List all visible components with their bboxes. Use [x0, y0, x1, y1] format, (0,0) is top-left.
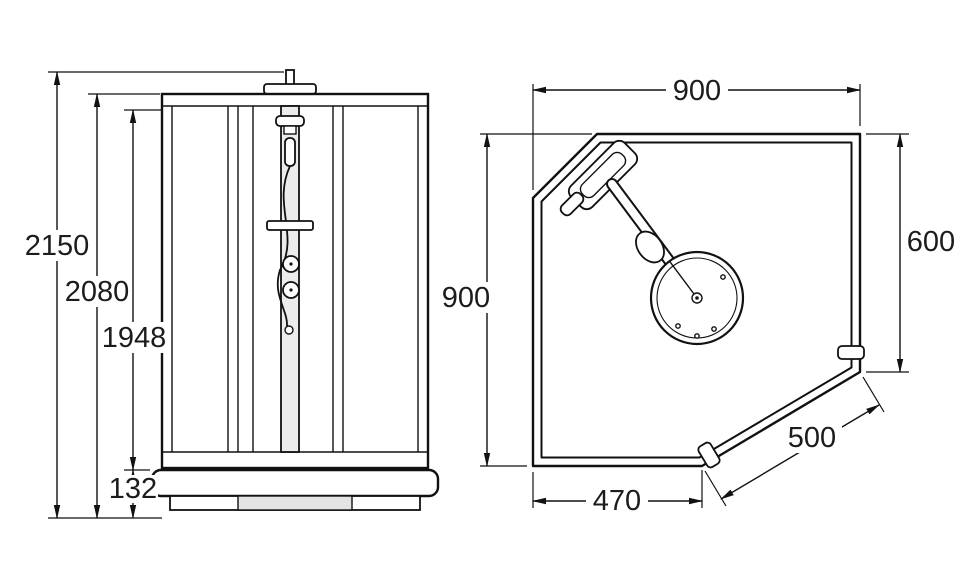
dim-label-total-height: 2150: [25, 230, 90, 262]
dim-label-door: 500: [788, 422, 836, 454]
label-backing: [903, 227, 959, 257]
dimension-plan-depth: 900: [436, 133, 592, 467]
dimension-tray-height: 132: [108, 469, 158, 519]
roof-cap: [263, 83, 317, 95]
label-backing: [782, 424, 842, 453]
dim-label-tray-height: 132: [109, 473, 157, 505]
front-view: 2150 2080 1948 132: [25, 69, 440, 519]
dimension-cabin-height: 2080: [65, 93, 160, 519]
plinth-recess: [237, 495, 353, 511]
label-backing: [108, 475, 158, 503]
shower-tray: [150, 468, 440, 498]
plan-view: 900 900 600 500: [436, 75, 959, 517]
label-backing: [66, 276, 128, 307]
label-backing: [586, 486, 648, 516]
label-backing: [436, 282, 496, 313]
dim-label-cabin-height: 2080: [65, 276, 130, 308]
dimension-door: 500: [704, 376, 885, 507]
head-radial-line: [668, 260, 698, 299]
dim-label-inner-height: 1948: [102, 322, 167, 354]
dimension-front-panel: 470: [532, 470, 703, 517]
label-backing: [26, 230, 88, 261]
shower-column: [280, 105, 300, 453]
spray-hole: [675, 323, 681, 329]
label-backing: [666, 75, 728, 105]
extension-line: [862, 376, 885, 413]
dimension-inner-height: 1948: [102, 109, 167, 471]
door-hinge: [697, 441, 721, 469]
dim-label-front-panel: 470: [593, 485, 641, 517]
dim-label-plan-depth: 900: [442, 282, 490, 314]
dim-label-right-panel: 600: [907, 226, 955, 258]
hand-shower-bracket: [559, 191, 585, 217]
spray-hole: [711, 326, 717, 332]
shelf: [266, 220, 314, 231]
spray-hole: [720, 274, 726, 280]
dimension-right-panel: 600: [866, 133, 959, 373]
shower-head-mount: [283, 125, 297, 135]
spray-hole: [694, 333, 700, 339]
shower-hose: [276, 165, 291, 327]
door-hinge: [837, 345, 865, 360]
dimension-plan-width: 900: [532, 75, 861, 190]
enclosure-inner-wall: [540, 141, 853, 459]
dim-label-plan-width: 900: [673, 75, 721, 107]
hand-shower-icon: [284, 137, 296, 167]
knob-dot: [289, 288, 293, 292]
hose-outlet: [284, 325, 294, 335]
extension-line: [704, 470, 727, 507]
overhead-shower-icon: [275, 115, 305, 127]
label-backing: [102, 322, 166, 353]
head-center-dot: [695, 296, 699, 300]
dimension-total-height: 2150: [25, 71, 284, 519]
knob-dot: [289, 262, 293, 266]
arm-knob: [635, 230, 665, 264]
